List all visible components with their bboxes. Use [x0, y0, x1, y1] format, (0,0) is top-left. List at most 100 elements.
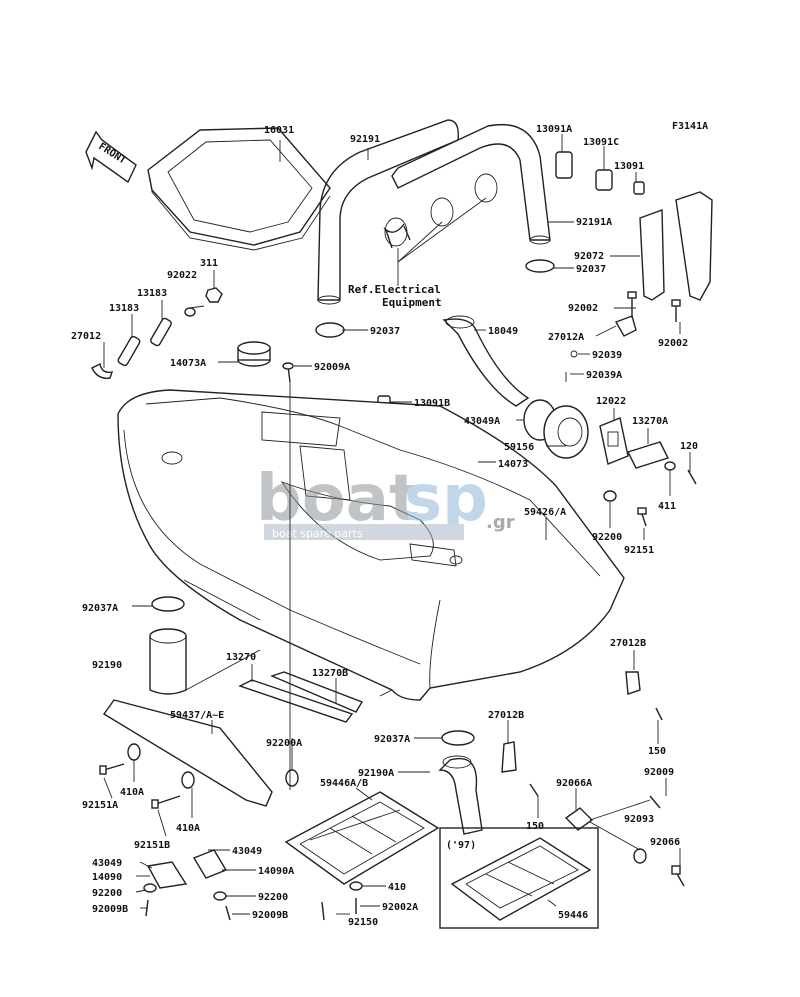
label-150-r: 150	[648, 746, 666, 757]
drain-hardware-part	[564, 795, 685, 887]
diagram-code: F3141A	[672, 121, 708, 132]
label-13091B: 13091B	[414, 398, 450, 409]
label-410: 410	[388, 882, 406, 893]
label-92151B: 92151B	[134, 840, 170, 851]
elbow-92190A-part	[438, 730, 483, 835]
label-13270B: 13270B	[312, 668, 348, 679]
year-97-inset: ('97)	[439, 827, 599, 929]
label-92190A: 92190A	[358, 768, 394, 779]
storage-tray-part	[147, 127, 331, 251]
label-150-c: 150	[526, 821, 544, 832]
label-92093: 92093	[624, 814, 654, 825]
grate-59446AB-part	[284, 791, 440, 885]
screw-92009A-part	[282, 362, 294, 383]
label-12022: 12022	[596, 396, 626, 407]
washer-92200A-part	[285, 769, 299, 787]
label-13270: 13270	[226, 652, 256, 663]
label-92037-mid: 92037	[370, 326, 400, 337]
bolts-92002-part	[627, 291, 681, 322]
label-43049A: 43049A	[464, 416, 500, 427]
hull-deck-59426-part	[117, 389, 625, 701]
label-92151A: 92151A	[82, 800, 118, 811]
label-13183-b: 13183	[109, 303, 139, 314]
label-92009B-b: 92009B	[252, 910, 288, 921]
label-27012A: 27012A	[548, 332, 584, 343]
bracket-13270A-part	[627, 441, 669, 469]
label-13091: 13091	[614, 161, 644, 172]
label-92037-top: 92037	[576, 264, 606, 275]
year-note: ('97)	[446, 840, 476, 851]
label-43049-a: 43049	[232, 846, 262, 857]
watermark-brand-right: sp	[404, 462, 488, 536]
part-labels: 16031 92191 13091A 13091C 13091 92191A 9…	[71, 124, 698, 928]
watermark-tagline: boat spare parts	[272, 527, 363, 540]
ref-electrical-note: Ref.Electrical Equipment	[348, 197, 487, 309]
label-92037A-l: 92037A	[82, 603, 118, 614]
label-18049: 18049	[488, 326, 518, 337]
straps-13270-part	[238, 671, 364, 723]
label-92200-a: 92200	[92, 888, 122, 899]
label-27012: 27012	[71, 331, 101, 342]
cap-14073A-part	[237, 341, 271, 367]
spacers-410A-part	[99, 743, 195, 809]
clips-27012B-part	[501, 671, 663, 797]
label-59426A: 59426/A	[524, 507, 566, 518]
label-59446AB: 59446A/B	[320, 778, 368, 789]
label-43049-b: 43049	[92, 858, 122, 869]
leader-lines	[103, 134, 691, 915]
watermark-brand-left: boat	[256, 462, 420, 536]
ref-note-line1: Ref.Electrical	[348, 283, 441, 296]
label-411: 411	[658, 501, 676, 512]
plate-12022-part	[599, 417, 629, 465]
strap-92072-part	[639, 191, 713, 301]
hose-92191-part	[317, 119, 459, 305]
label-410A-b: 410A	[176, 823, 200, 834]
label-92039A: 92039A	[586, 370, 622, 381]
label-92002A: 92002A	[382, 902, 418, 913]
rail-59437-part	[102, 699, 273, 807]
label-59446: 59446	[558, 910, 588, 921]
label-13091C: 13091C	[583, 137, 619, 148]
label-92150: 92150	[348, 917, 378, 928]
small-hardware-left	[91, 287, 223, 379]
watermark-logo: boat sp .gr boat spare parts	[256, 462, 515, 540]
label-92072: 92072	[574, 251, 604, 262]
label-92200-b: 92200	[258, 892, 288, 903]
hose-92191A-part	[391, 124, 551, 245]
label-120: 120	[680, 441, 698, 452]
label-92009B-a: 92009B	[92, 904, 128, 915]
label-92009: 92009	[644, 767, 674, 778]
label-14090: 14090	[92, 872, 122, 883]
label-16031: 16031	[264, 125, 294, 136]
label-14090A: 14090A	[258, 866, 294, 877]
label-92191: 92191	[350, 134, 380, 145]
label-92022: 92022	[167, 270, 197, 281]
hose-clamps-part	[383, 173, 498, 249]
label-27012B-r: 27012B	[610, 638, 646, 649]
hose-18049-part	[442, 315, 530, 407]
label-27012B-c: 27012B	[488, 710, 524, 721]
label-92002-b: 92002	[658, 338, 688, 349]
label-59437: 59437/A~E	[170, 710, 224, 721]
label-311: 311	[200, 258, 218, 269]
label-92190: 92190	[92, 660, 122, 671]
label-92066: 92066	[650, 837, 680, 848]
label-92009A: 92009A	[314, 362, 350, 373]
label-92191A: 92191A	[576, 217, 612, 228]
label-13270A: 13270A	[632, 416, 668, 427]
watermark-domain: .gr	[486, 512, 515, 533]
clamp-92037-right	[525, 259, 555, 273]
label-92200A: 92200A	[266, 738, 302, 749]
label-92037A-c: 92037A	[374, 734, 410, 745]
ref-note-line2: Equipment	[382, 296, 442, 309]
label-59156: 59156	[504, 442, 534, 453]
tube-92190-part	[149, 596, 187, 695]
label-410A-a: 410A	[120, 787, 144, 798]
label-92066A: 92066A	[556, 778, 592, 789]
label-92151: 92151	[624, 545, 654, 556]
clamp-92037-mid	[315, 322, 345, 338]
clips-13091-part	[555, 151, 645, 195]
flange-59156-part	[543, 405, 589, 459]
front-arrow-icon: FRONT	[85, 130, 137, 184]
